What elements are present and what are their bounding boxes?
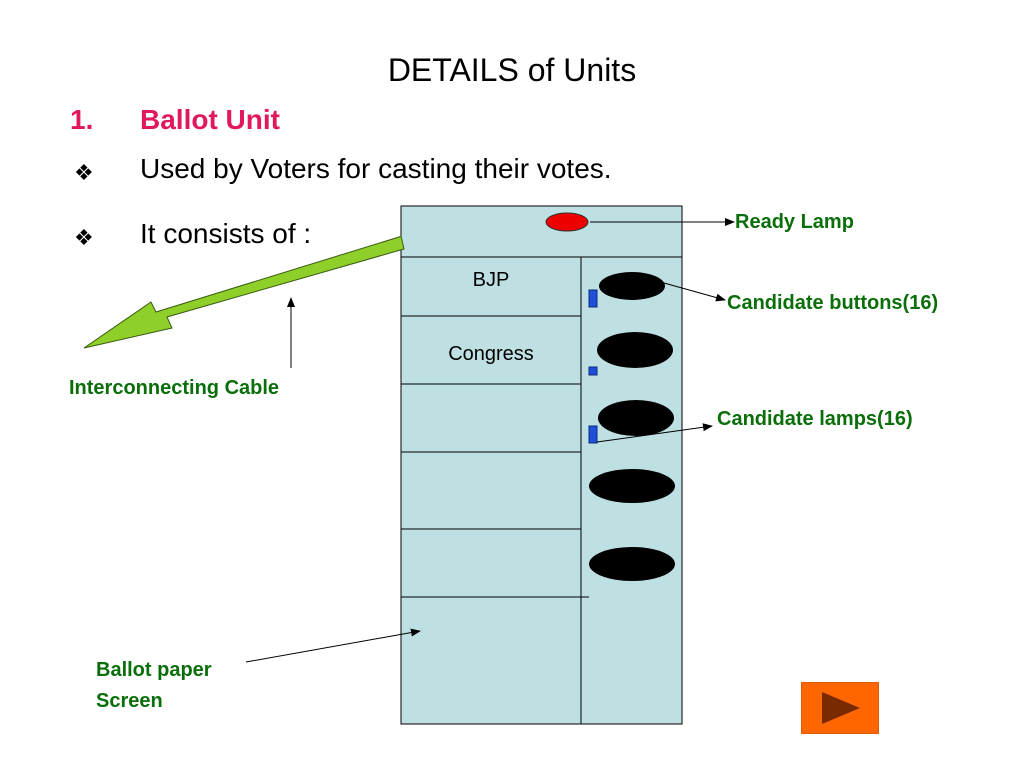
candidate-name-bjp: BJP — [472, 269, 510, 291]
candidate-lamps-pointer — [596, 423, 713, 443]
candidate-button[interactable] — [599, 272, 665, 300]
candidate-lamp — [588, 366, 598, 376]
candidate-lamp — [588, 425, 598, 444]
play-triangle-icon — [822, 692, 860, 724]
bullet-text-consists: It consists of : — [140, 218, 312, 249]
label-screen: Screen — [96, 690, 163, 712]
candidate-button[interactable] — [589, 469, 675, 503]
ready-lamp — [545, 212, 589, 232]
heading-ballot-unit: Ballot Unit — [140, 104, 280, 135]
diamond-bullet-icon: ❖ — [74, 225, 94, 250]
candidate-button[interactable] — [589, 547, 675, 581]
candidate-lamp — [588, 289, 598, 308]
unit-ballot-panel — [400, 256, 582, 725]
candidate-buttons-pointer — [663, 282, 726, 302]
next-slide-button[interactable] — [801, 682, 879, 734]
label-candidate-buttons: Candidate buttons(16) — [727, 292, 939, 314]
label-candidate-lamps: Candidate lamps(16) — [717, 408, 913, 430]
ballot-paper-screen-pointer — [245, 628, 421, 663]
diamond-bullet-icon: ❖ — [74, 160, 94, 185]
candidate-button[interactable] — [598, 400, 674, 436]
label-interconnecting-cable: Interconnecting Cable — [69, 377, 280, 399]
heading-number: 1. — [70, 104, 94, 135]
candidate-button[interactable] — [597, 332, 673, 368]
slide-title: DETAILS of Units — [387, 52, 637, 88]
unit-top-panel — [400, 205, 683, 258]
candidate-name-congress: Congress — [448, 343, 534, 365]
label-ballot-paper: Ballot paper — [96, 659, 212, 681]
label-ready-lamp: Ready Lamp — [735, 211, 854, 233]
interconnecting-cable-arrow — [83, 235, 405, 349]
bullet-text-usage: Used by Voters for casting their votes. — [140, 153, 612, 184]
